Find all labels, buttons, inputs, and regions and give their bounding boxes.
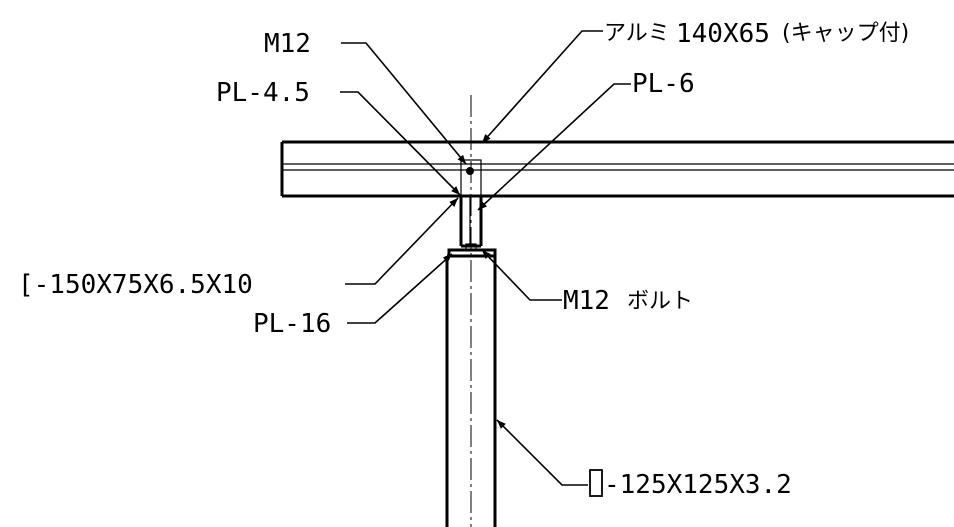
square-tube-symbol: [589, 469, 603, 497]
plate-pl-4-5: [460, 159, 482, 197]
label-square-tube: -125X125X3.2: [604, 470, 792, 500]
label-m12-bolt-word: ボルト: [627, 289, 693, 314]
leader-lines: [340, 30, 631, 486]
aluminum-beam: [280, 140, 954, 198]
label-pl-6: PL-6: [632, 69, 695, 99]
label-aluminum-cap: (キャップ付): [782, 21, 909, 46]
label-aluminum-material: アルミ: [604, 21, 670, 46]
label-aluminum-dims: 140X65: [676, 19, 770, 49]
label-channel: [-150X75X6.5X10: [18, 270, 253, 300]
bolt-m12-symbol: [466, 167, 474, 175]
label-pl-4-5: PL-4.5: [216, 78, 310, 108]
label-pl-16: PL-16: [253, 309, 331, 339]
label-m12: M12: [264, 29, 311, 59]
label-m12-bolt-size: M12: [563, 286, 610, 316]
